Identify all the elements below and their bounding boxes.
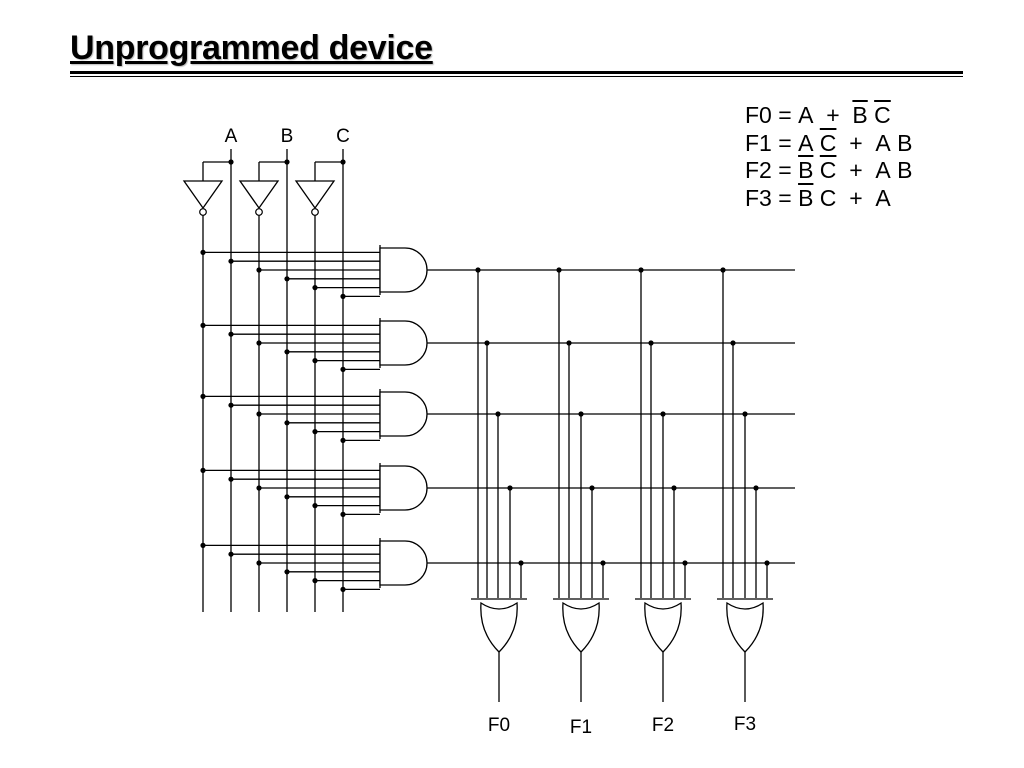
equation-f2: F2 = B C + A B (745, 157, 913, 185)
connection-dot (228, 551, 234, 557)
connection-dot (284, 276, 290, 282)
and-gate (379, 320, 428, 366)
connection-dot (284, 349, 290, 355)
equation-output-name: F0 (745, 102, 772, 128)
equation-f0: F0 = A + B C (745, 102, 913, 130)
connection-dot (312, 503, 318, 509)
connection-dot (312, 578, 318, 584)
inverter-gate (182, 180, 224, 210)
literal: A (875, 129, 891, 156)
connection-dot (200, 322, 206, 328)
or-gate (480, 601, 518, 653)
inverter-bubble (199, 208, 207, 216)
plus-sign: + (849, 129, 863, 156)
connection-dot (312, 429, 318, 435)
connection-dot (340, 437, 346, 443)
equation-f1: F1 = A C + A B (745, 130, 913, 158)
plus-sign: + (849, 184, 863, 211)
equals-sign: = (778, 129, 792, 156)
connection-dot (284, 420, 290, 426)
connection-dot (200, 467, 206, 473)
literal: C (819, 184, 837, 211)
connection-dot (256, 485, 262, 491)
connection-dot (228, 258, 234, 264)
connection-dot (256, 411, 262, 417)
equals-sign: = (778, 102, 792, 128)
and-gate (379, 247, 428, 293)
inverter-bubble (255, 208, 263, 216)
slide-title: Unprogrammed device (70, 29, 433, 67)
or-gate (562, 601, 600, 653)
connection-dot (200, 249, 206, 255)
complemented-literal: C (819, 129, 837, 156)
equation-output-name: F2 (745, 157, 772, 183)
complemented-literal: C (819, 157, 837, 183)
equation-output-name: F1 (745, 129, 772, 156)
connection-dot (228, 331, 234, 337)
connection-dot (312, 285, 318, 291)
output-label-f0: F0 (488, 715, 510, 736)
literal: B (897, 157, 913, 183)
input-label-a: A (225, 126, 238, 147)
connection-dot (200, 542, 206, 549)
output-label-f3: F3 (734, 714, 756, 735)
literal: B (897, 129, 913, 156)
connection-dot (200, 393, 206, 399)
inverter-gate (238, 180, 280, 210)
and-gate (379, 391, 428, 437)
connection-dot (256, 267, 262, 273)
inverter-gate (294, 180, 336, 210)
literal: A (875, 157, 891, 183)
plus-sign: + (849, 157, 863, 183)
equation-output-name: F3 (745, 184, 772, 211)
and-gate (379, 540, 428, 586)
connection-dot (284, 494, 290, 500)
inverter-bubble (311, 208, 319, 216)
and-gate (379, 465, 428, 511)
connection-dot (256, 340, 262, 346)
connection-dot (228, 476, 234, 482)
literal: A (875, 184, 891, 211)
title-rule (70, 71, 963, 74)
output-label-f1: F1 (570, 717, 592, 738)
connection-dot (340, 293, 346, 299)
input-label-c: C (336, 126, 350, 147)
or-gate (644, 601, 682, 653)
or-gate (726, 601, 764, 653)
equals-sign: = (778, 184, 792, 211)
complemented-literal: C (874, 102, 891, 128)
complemented-literal: B (852, 102, 868, 128)
plus-sign: + (826, 102, 840, 128)
literal: A (798, 129, 814, 156)
connection-dot (340, 511, 346, 517)
equation-f3: F3 = B C + A (745, 185, 913, 213)
title-rule-underline (70, 76, 963, 77)
connection-dot (340, 586, 346, 593)
connection-dot (256, 560, 262, 566)
connection-dot (228, 402, 234, 408)
connection-dot (284, 569, 290, 575)
complemented-literal: B (798, 184, 814, 211)
complemented-literal: B (798, 157, 814, 183)
literal: A (798, 102, 814, 128)
input-label-b: B (281, 126, 294, 147)
equals-sign: = (778, 157, 792, 183)
connection-dot (340, 366, 346, 372)
output-label-f2: F2 (652, 715, 674, 736)
connection-dot (312, 358, 318, 364)
